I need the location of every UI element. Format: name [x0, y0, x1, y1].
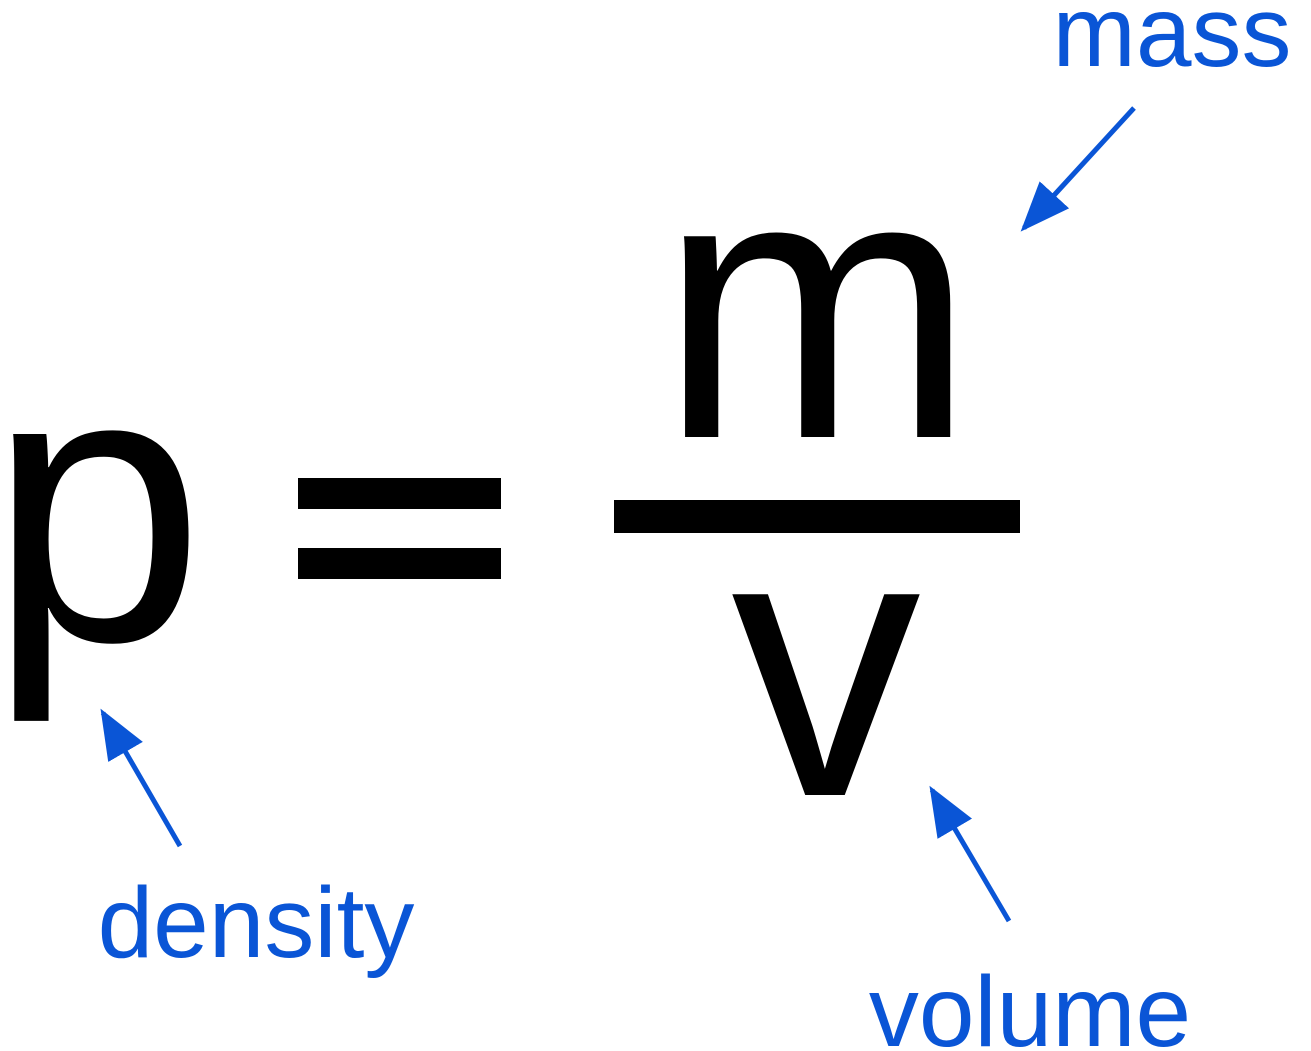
density-label: density — [98, 867, 415, 979]
equals-text: = — [0, 0, 1, 1]
fraction-bar — [614, 500, 1020, 533]
volume-symbol: v — [731, 451, 921, 876]
volume-arrow — [929, 785, 1012, 923]
density-symbol: p — [0, 287, 205, 725]
equals-bar-bottom — [298, 548, 501, 579]
equals-sign: = — [0, 0, 501, 579]
mass-label: mass — [1053, 0, 1292, 88]
equals-bar-top — [298, 478, 501, 509]
mass-symbol: m — [659, 93, 976, 518]
volume-label: volume — [869, 956, 1191, 1051]
mass-arrow — [1020, 106, 1136, 232]
density-arrow — [100, 708, 183, 848]
